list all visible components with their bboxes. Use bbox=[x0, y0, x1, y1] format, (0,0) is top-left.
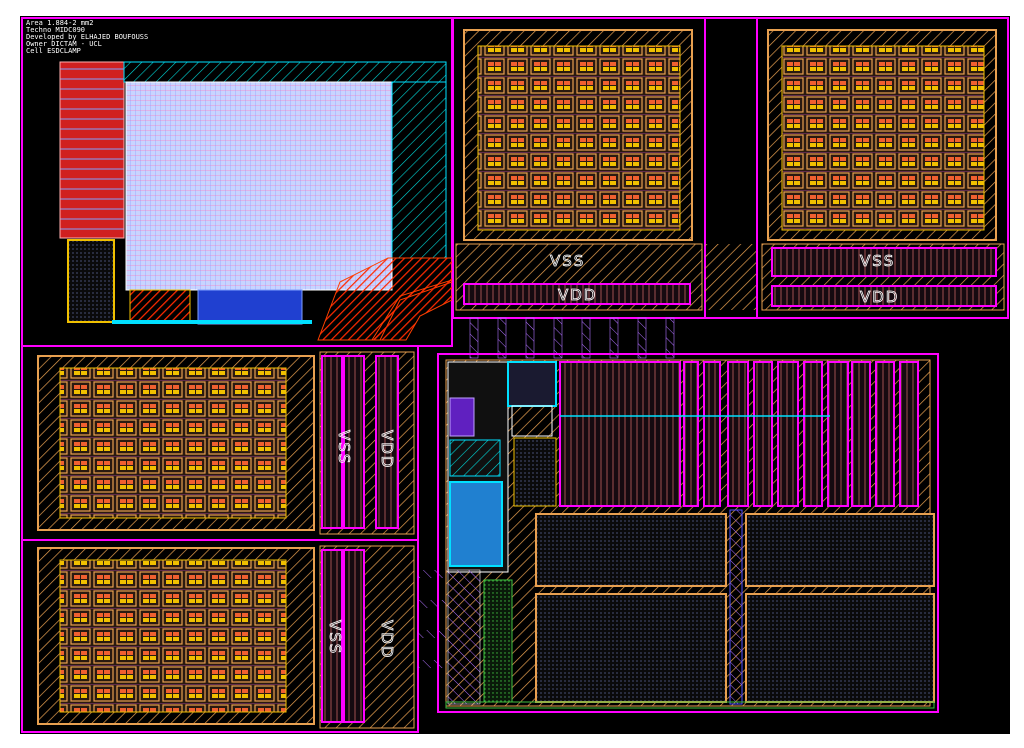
vss-label-top-middle: VSS bbox=[550, 252, 585, 270]
cell-info-line: Area 1.884-2 mm2 bbox=[26, 19, 93, 27]
horizontal-straps bbox=[418, 570, 448, 668]
vss-label-top-right: VSS bbox=[860, 252, 895, 270]
cell-info-line: Owner DICTAM - UCL bbox=[26, 40, 102, 48]
cell-info-block: Area 1.884-2 mm2 Techno MIDC090 Develope… bbox=[26, 19, 148, 55]
vdd-label-left-middle: VDD bbox=[378, 430, 396, 469]
left-middle-pad-block: VSS VDD bbox=[21, 345, 419, 541]
cell-info-line: Developed by ELHAJED BOUFOUSS bbox=[26, 33, 148, 41]
left-bottom-pad-block: VSS VDD bbox=[21, 539, 419, 733]
top-middle-pad-block: VSS VDD bbox=[452, 17, 706, 319]
vss-label-left-bottom: VSS bbox=[326, 620, 344, 655]
cell-info-line: Cell ESDCLAMP bbox=[26, 47, 81, 55]
vss-label-left-middle: VSS bbox=[335, 430, 353, 465]
vdd-label-top-right: VDD bbox=[860, 288, 899, 306]
top-left-capacitor-block bbox=[21, 17, 453, 347]
cell-info-line: Techno MIDC090 bbox=[26, 26, 85, 34]
vdd-label-left-bottom: VDD bbox=[378, 620, 396, 659]
interconnect-straps bbox=[469, 317, 675, 359]
vdd-label-top-middle: VDD bbox=[558, 286, 597, 304]
bottom-right-clamp-block bbox=[437, 353, 939, 713]
top-right-pad-block: VSS VDD bbox=[756, 17, 1009, 319]
